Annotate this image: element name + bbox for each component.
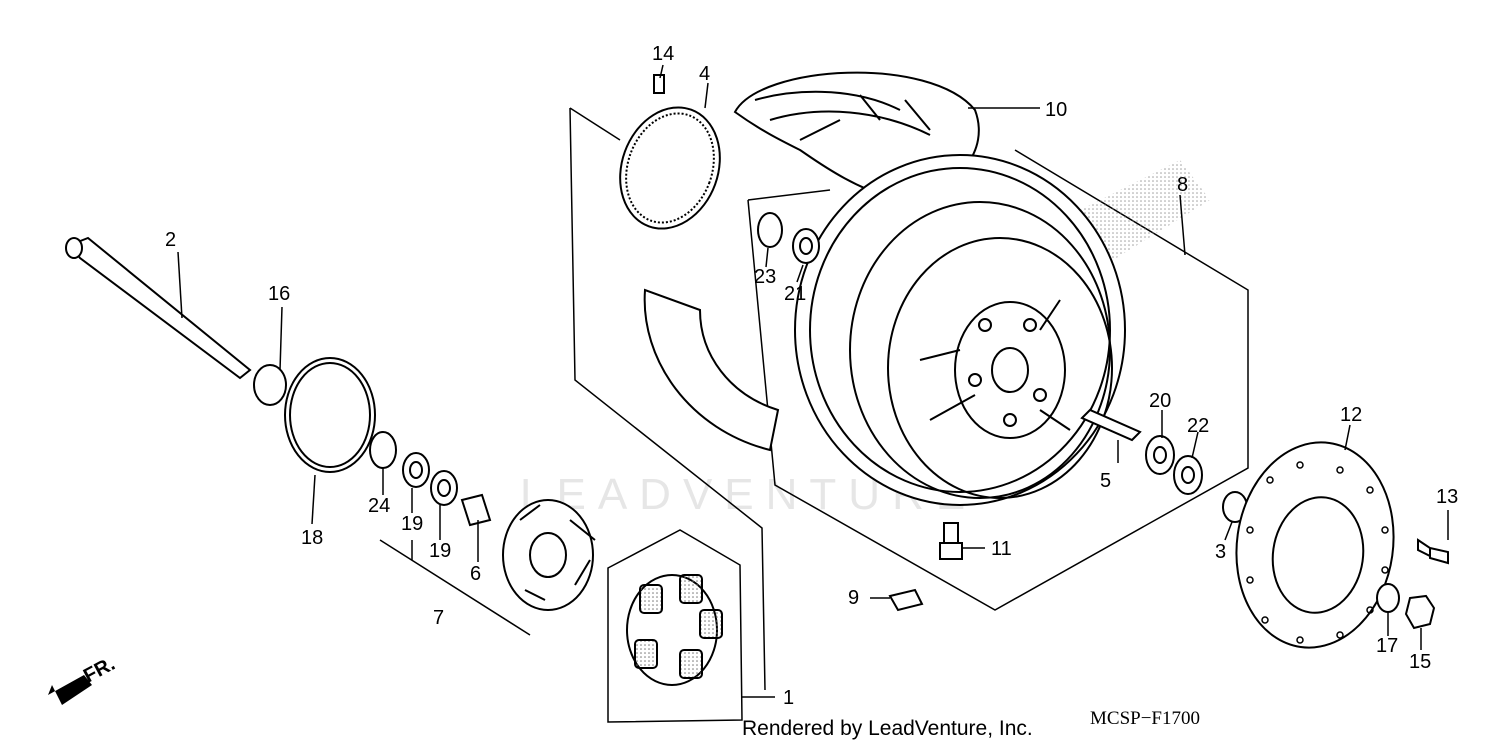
damper-rubbers (626, 574, 723, 686)
callout-22: 22 (1187, 415, 1209, 437)
distance-tube (1080, 408, 1142, 442)
wheel (794, 154, 1126, 506)
callout-15: 15 (1409, 651, 1431, 673)
pulser-ring (619, 106, 721, 230)
axle-nut (1404, 594, 1436, 630)
callout-23: 23 (754, 266, 776, 288)
callout-14: 14 (652, 43, 674, 65)
callout-6: 6 (470, 563, 481, 585)
callout-12: 12 (1340, 404, 1362, 426)
callout-11: 11 (991, 538, 1012, 560)
bearing-22 (1173, 455, 1203, 495)
washer (1376, 583, 1400, 613)
dust-seal (757, 212, 783, 248)
forward-arrow-icon (48, 675, 92, 705)
callout-17: 17 (1376, 635, 1398, 657)
render-credit: Rendered by LeadVenture, Inc. (742, 717, 1033, 740)
axle (65, 236, 252, 380)
group-outline-damper (607, 529, 743, 723)
callout-2: 2 (165, 229, 176, 251)
callout-20: 20 (1149, 390, 1171, 412)
callout-4: 4 (699, 63, 710, 85)
tire-valve (939, 522, 963, 560)
pulser-bolt (653, 74, 665, 94)
side-collar (253, 364, 287, 406)
group-outline-tire-set (569, 107, 766, 691)
bearing-21 (792, 228, 820, 264)
disc-bolt (1417, 538, 1449, 565)
callout-1: 1 (783, 687, 794, 709)
leader-lines (177, 64, 1449, 698)
callout-16: 16 (268, 283, 290, 305)
callout-labels: 1 2 3 4 5 6 7 8 9 10 11 12 13 14 15 16 1… (165, 43, 1458, 709)
callout-13: 13 (1436, 486, 1458, 508)
callout-19-lower: 19 (429, 540, 451, 562)
callout-3: 3 (1215, 541, 1226, 563)
callout-5: 5 (1100, 470, 1111, 492)
callout-18: 18 (301, 527, 323, 549)
callout-24: 24 (368, 495, 390, 517)
o-ring (369, 431, 397, 469)
circlip (284, 357, 376, 473)
callout-19-upper: 19 (401, 513, 423, 535)
callout-9: 9 (848, 587, 859, 609)
brake-disc (1235, 441, 1395, 649)
balance-weight (888, 588, 924, 612)
callout-10: 10 (1045, 99, 1067, 121)
callout-7: 7 (433, 607, 444, 629)
callout-21: 21 (784, 283, 806, 305)
bearing-19-inner (430, 470, 458, 506)
diagram-code: MCSP−F1700 (1090, 708, 1200, 729)
callout-8: 8 (1177, 174, 1188, 196)
driven-flange (502, 499, 596, 611)
bearing-20 (1145, 435, 1175, 475)
bearing-19-outer (402, 452, 430, 488)
distance-collar (460, 493, 492, 527)
